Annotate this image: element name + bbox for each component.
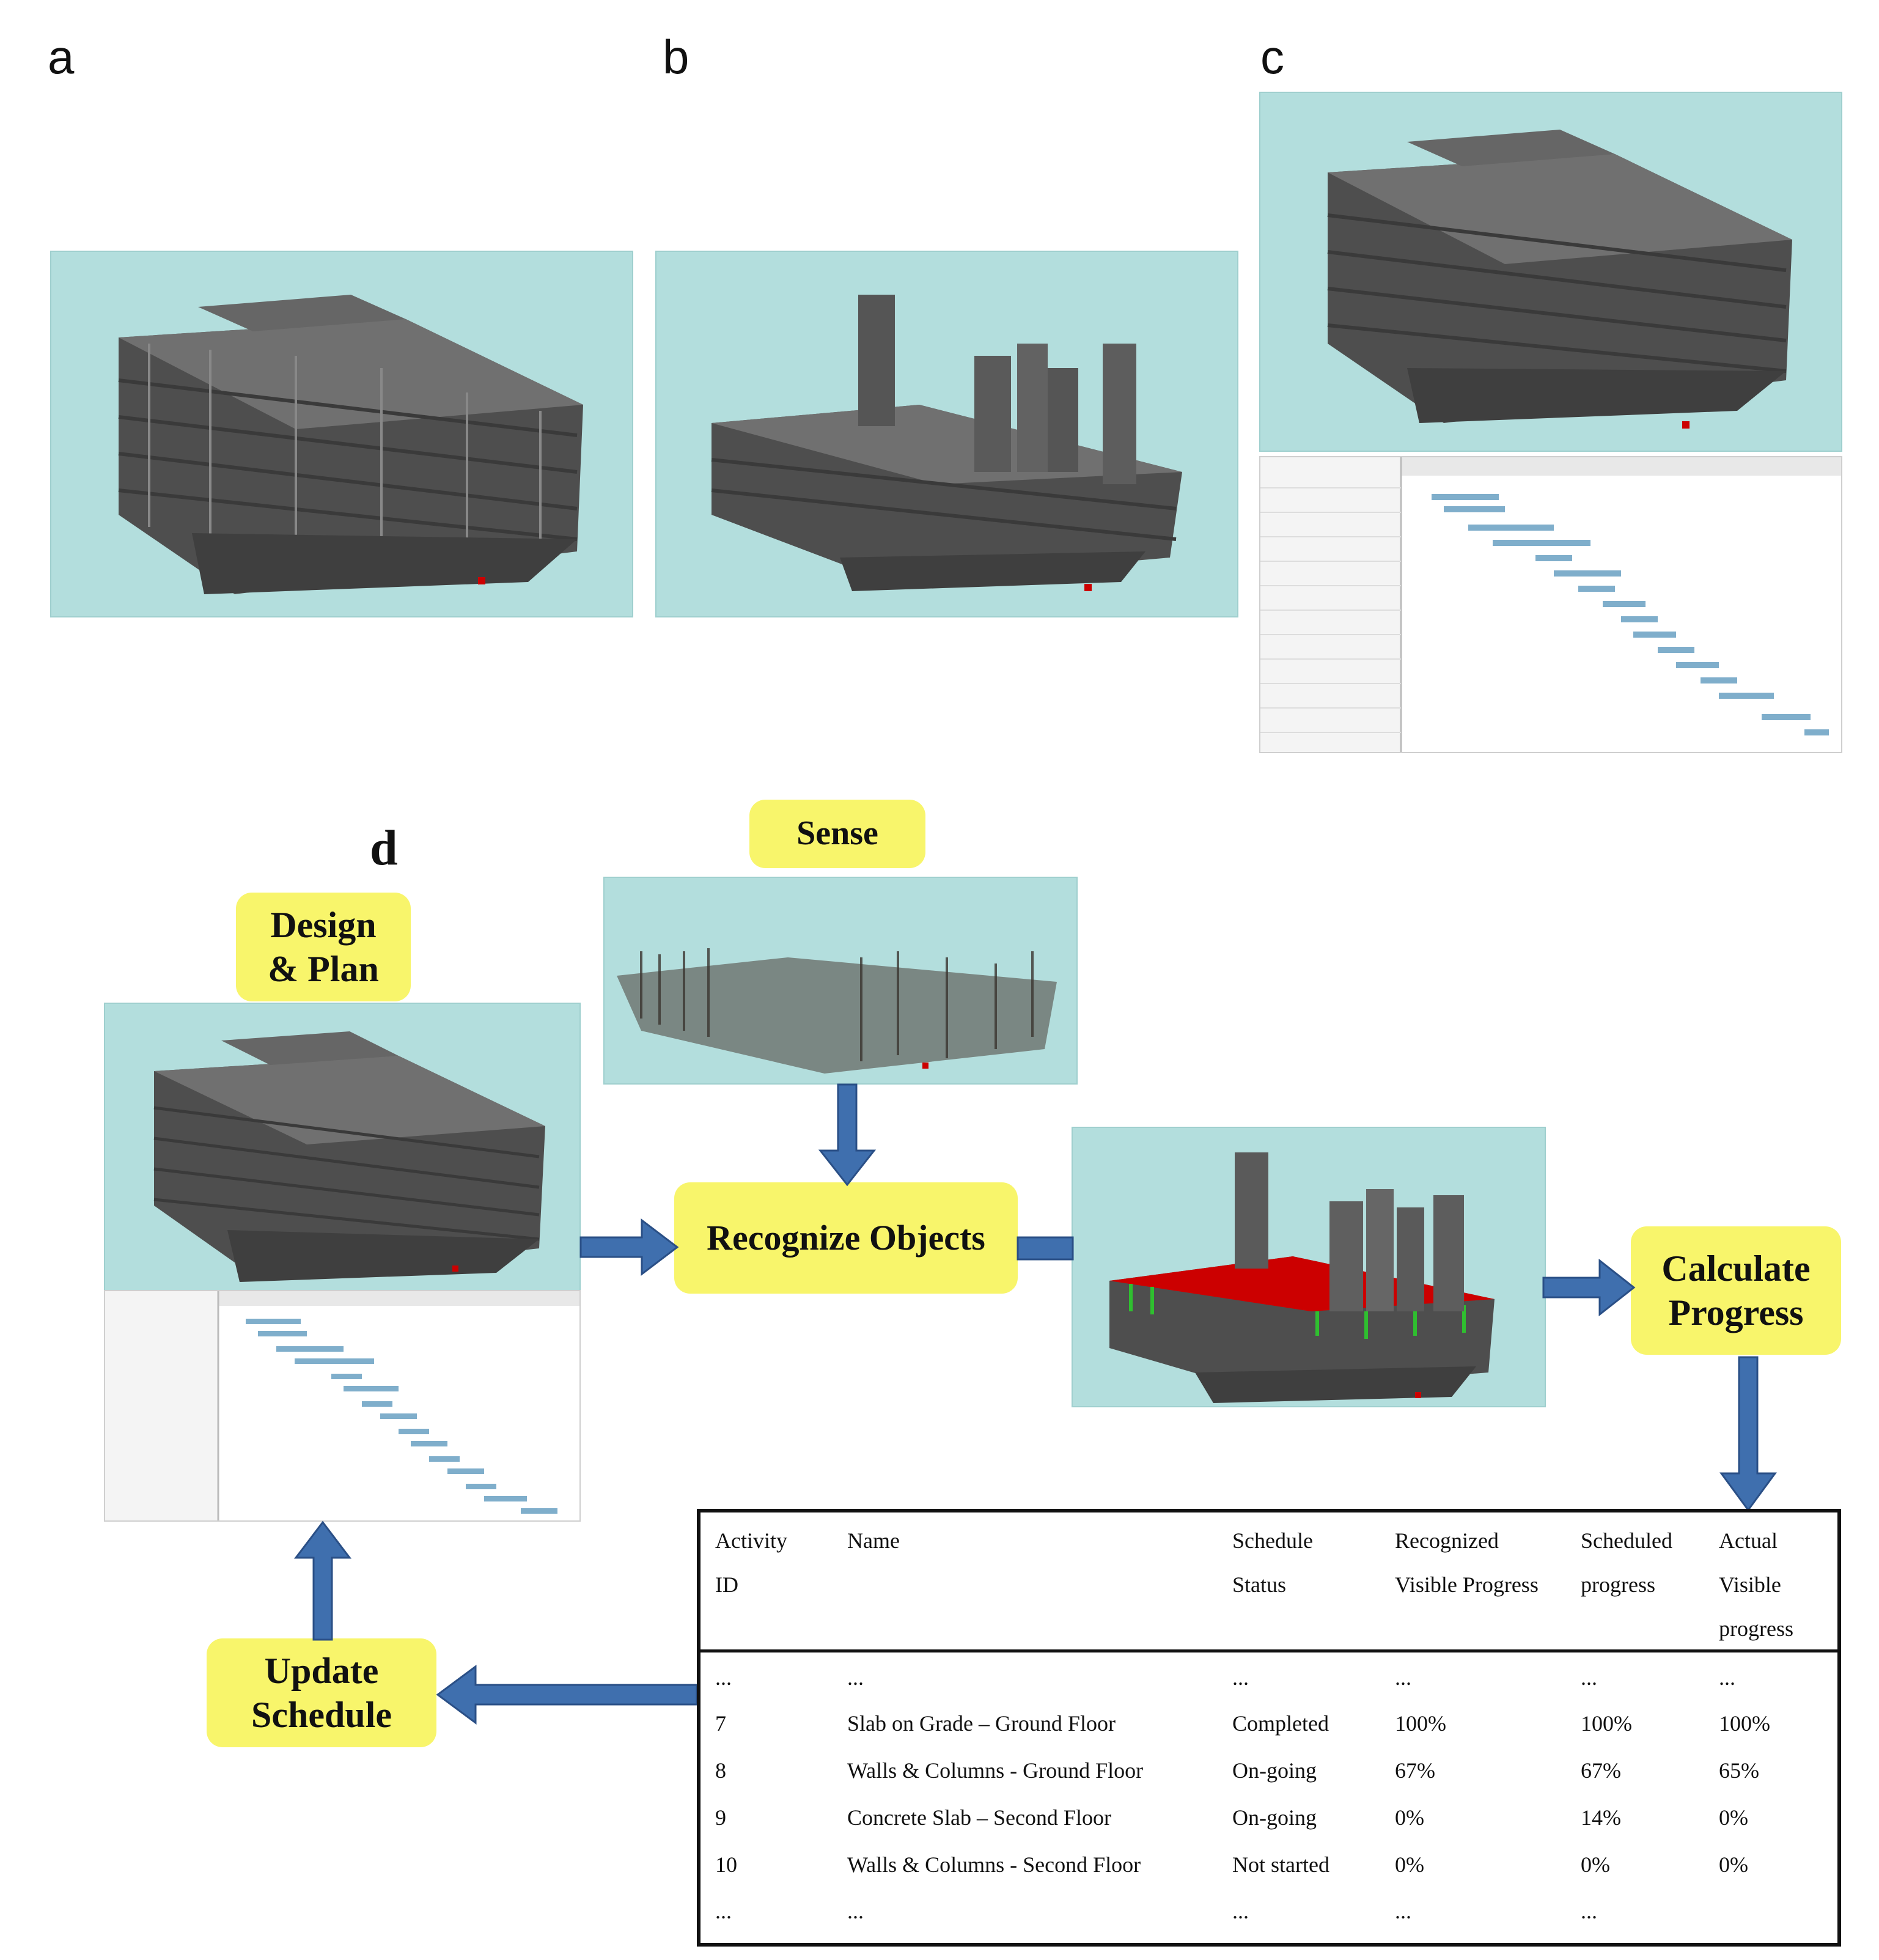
recognized-model-image bbox=[1072, 1127, 1546, 1407]
table-cell: 100% bbox=[1581, 1711, 1632, 1736]
recognize-objects-label: Recognize Objects bbox=[674, 1182, 1018, 1294]
calculate-progress-label: Calculate Progress bbox=[1631, 1226, 1841, 1355]
table-cell: ... bbox=[1395, 1899, 1411, 1923]
panel-label-a: a bbox=[48, 30, 75, 84]
table-cell: Walls & Columns - Ground Floor bbox=[847, 1758, 1144, 1783]
table-cell: ... bbox=[1581, 1665, 1597, 1690]
table-cell: 100% bbox=[1395, 1711, 1446, 1736]
update-schedule-label: Update Schedule bbox=[207, 1638, 436, 1747]
header-name: Name bbox=[847, 1528, 900, 1553]
building-model-scheduled-image bbox=[1259, 92, 1842, 452]
table-cell: 0% bbox=[1395, 1805, 1424, 1830]
table-cell: ... bbox=[1395, 1665, 1411, 1690]
table-cell: ... bbox=[1581, 1899, 1597, 1923]
arrow-model-to-calculate bbox=[1542, 1258, 1636, 1317]
header-scheduled-progress: Scheduled progress bbox=[1581, 1528, 1672, 1597]
table-cell: 14% bbox=[1581, 1805, 1621, 1830]
design-plan-label: Design & Plan bbox=[236, 893, 411, 1001]
building-model-full-image bbox=[50, 251, 633, 617]
point-cloud-image bbox=[603, 877, 1078, 1085]
header-activity-id: Activity ID bbox=[715, 1528, 787, 1597]
table-cell: Not started bbox=[1232, 1852, 1329, 1877]
table-cell: ... bbox=[1719, 1665, 1735, 1690]
table-cell: Completed bbox=[1232, 1711, 1329, 1736]
table-cell: 9 bbox=[715, 1805, 726, 1830]
gantt-chart-schedule-image bbox=[1259, 456, 1842, 753]
table-cell: 7 bbox=[715, 1711, 726, 1736]
arrow-calculate-to-table bbox=[1719, 1356, 1778, 1512]
table-cell: 0% bbox=[1395, 1852, 1424, 1877]
table-cell: ... bbox=[715, 1665, 732, 1690]
table-cell: 65% bbox=[1719, 1758, 1759, 1783]
panel-label-b: b bbox=[663, 30, 689, 84]
table-cell: Concrete Slab – Second Floor bbox=[847, 1805, 1111, 1830]
table-cell: ... bbox=[715, 1899, 732, 1923]
table-cell: ... bbox=[1232, 1899, 1249, 1923]
table-cell: Slab on Grade – Ground Floor bbox=[847, 1711, 1116, 1736]
table-cell: 100% bbox=[1719, 1711, 1770, 1736]
table-cell: 0% bbox=[1719, 1805, 1748, 1830]
table-cell: 0% bbox=[1581, 1852, 1610, 1877]
table-cell: Walls & Columns - Second Floor bbox=[847, 1852, 1141, 1877]
sense-label: Sense bbox=[749, 800, 925, 868]
header-actual-progress: Actual Visible progress bbox=[1719, 1528, 1793, 1641]
arrow-table-to-update bbox=[436, 1664, 698, 1725]
header-recognized-progress: Recognized Visible Progress bbox=[1395, 1528, 1539, 1597]
table-cell: 0% bbox=[1719, 1852, 1748, 1877]
arrow-update-to-design bbox=[293, 1520, 352, 1641]
arrow-recognize-to-model bbox=[1017, 1235, 1074, 1262]
table-cell: 10 bbox=[715, 1852, 737, 1877]
table-cell: On-going bbox=[1232, 1758, 1317, 1783]
table-cell: ... bbox=[847, 1899, 864, 1923]
progress-table: Activity ID Name Schedule Status Recogni… bbox=[697, 1509, 1841, 1947]
header-schedule-status: Schedule Status bbox=[1232, 1528, 1313, 1597]
table-cell: ... bbox=[1232, 1665, 1249, 1690]
panel-label-d: d bbox=[370, 820, 398, 875]
design-gantt-image bbox=[104, 1290, 581, 1522]
panel-label-c: c bbox=[1260, 30, 1284, 84]
arrow-design-to-recognize bbox=[579, 1218, 679, 1277]
building-model-partial-image bbox=[655, 251, 1238, 617]
table-cell: 67% bbox=[1395, 1758, 1435, 1783]
table-cell: On-going bbox=[1232, 1805, 1317, 1830]
table-cell: 67% bbox=[1581, 1758, 1621, 1783]
design-model-image bbox=[104, 1003, 581, 1291]
header-divider bbox=[700, 1649, 1837, 1652]
arrow-sense-to-recognize bbox=[818, 1083, 877, 1187]
table-cell: ... bbox=[847, 1665, 864, 1690]
table-cell: 8 bbox=[715, 1758, 726, 1783]
